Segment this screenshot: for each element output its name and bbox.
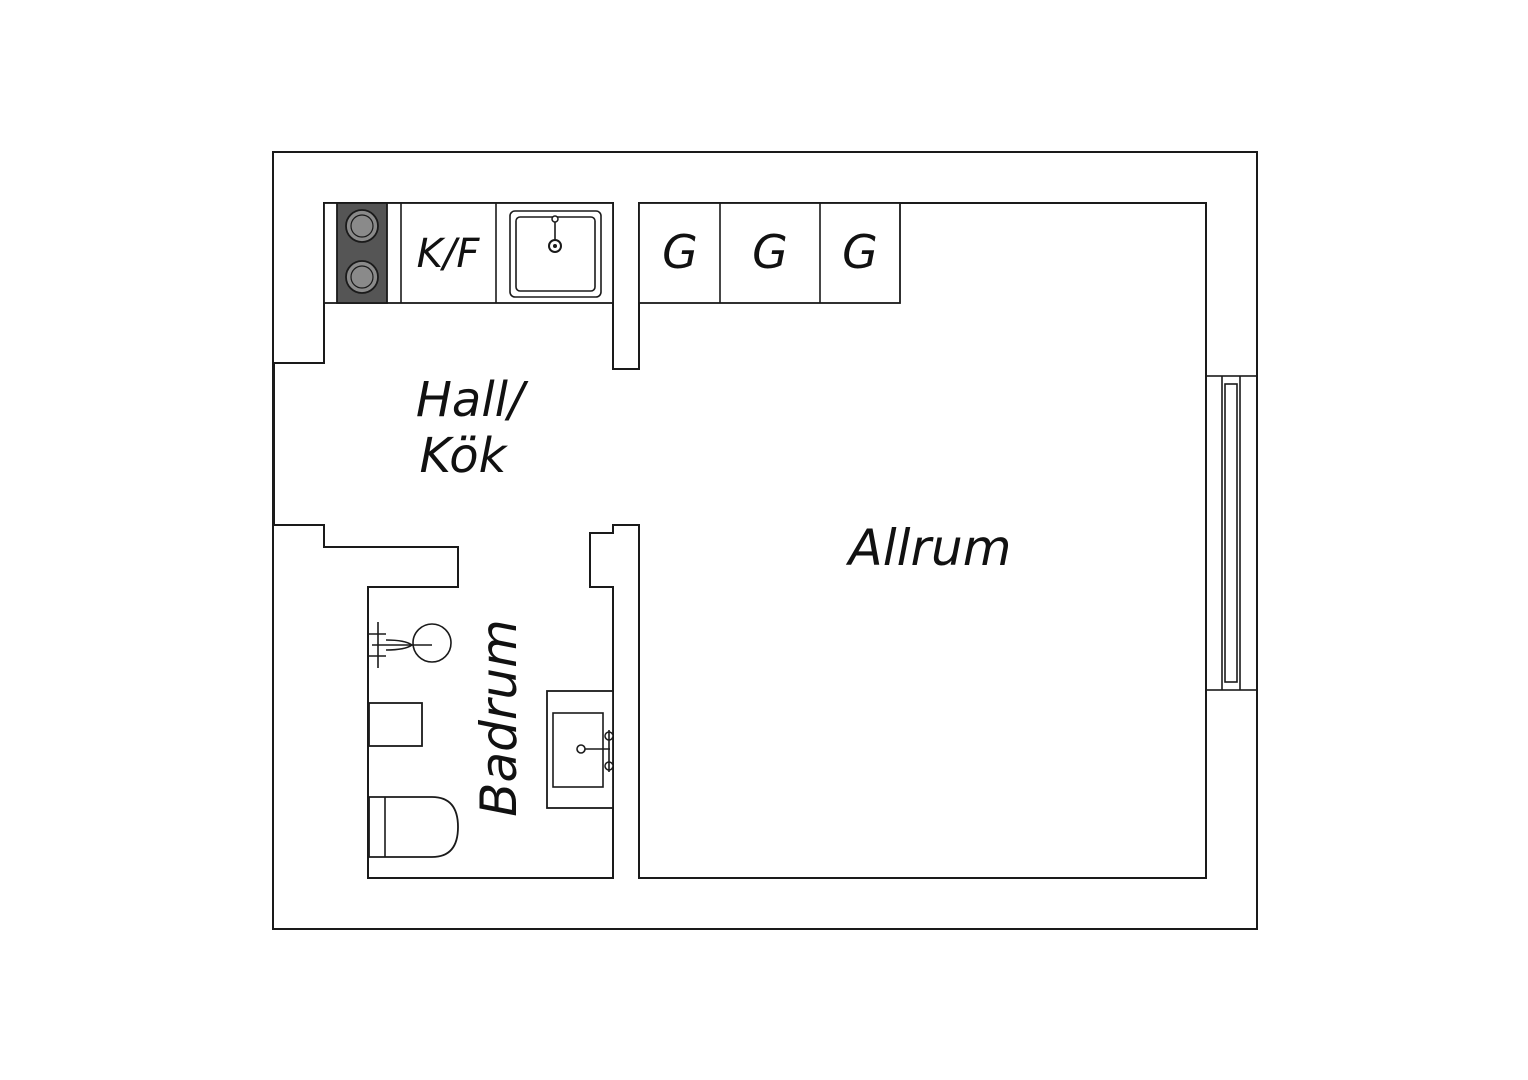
shower-icon	[368, 622, 452, 668]
room-label-allrum: Allrum	[846, 519, 1012, 577]
wardrobe-label-1: G	[662, 225, 698, 279]
wardrobes	[638, 202, 901, 304]
wardrobe-label-3: G	[842, 225, 878, 279]
bathroom-sink-icon	[546, 690, 614, 809]
room-label-badrum: Badrum	[470, 619, 528, 817]
toilet-icon	[368, 796, 459, 858]
kitchen-sink-icon	[509, 210, 602, 298]
fridge-label: K/F	[417, 231, 481, 277]
kitchen-counter	[323, 202, 614, 304]
room-label-hall-line2: Kök	[420, 428, 509, 484]
room-label-hall-line1: Hall/	[416, 372, 529, 428]
wardrobe-label-2: G	[752, 225, 788, 279]
window	[1205, 375, 1258, 691]
bidet-icon	[368, 702, 423, 747]
